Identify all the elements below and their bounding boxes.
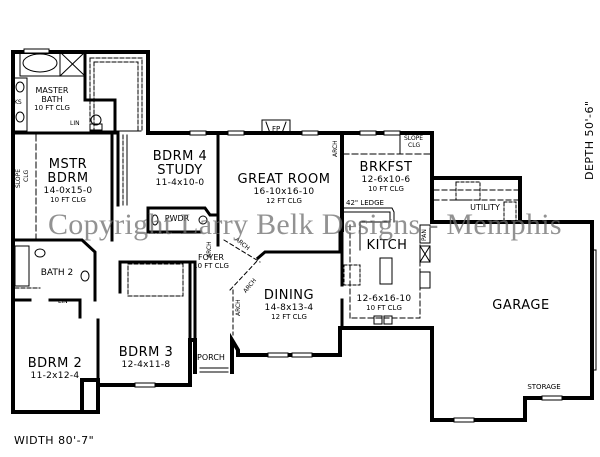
master-bedroom-name: MSTR — [48, 157, 88, 172]
bedroom2-size: 11-2x12-4 — [30, 371, 80, 381]
bedroom3-name: BDRM 3 — [118, 345, 174, 360]
dining-arch-label: ARCH — [235, 299, 242, 316]
room-label-dining: DINING 14-8x13-4 12 FT CLG — [264, 289, 314, 321]
bedroom2-name: BDRM 2 — [27, 356, 83, 371]
room-label-kitchen-dims: 12-6x16-10 10 FT CLG — [357, 293, 412, 312]
kitchen-size: 12-6x16-10 — [356, 294, 412, 304]
room-label-master-bedroom: MSTR BDRM 14-0x15-0 10 FT CLG — [44, 158, 93, 204]
ks-label: KS — [14, 99, 22, 106]
bath2-name: BATH 2 — [40, 268, 74, 278]
breakfast-slope-label: SLOPE — [404, 135, 424, 142]
room-label-great-room: GREAT ROOM 16-10x16-10 12 FT CLG — [238, 173, 331, 205]
powder-name: PWDR — [164, 214, 190, 223]
room-label-bedroom3: BDRM 3 12-4x11-8 — [119, 346, 174, 370]
master-bath-name2: BATH — [41, 95, 63, 104]
kitchen-name: KITCH — [366, 238, 408, 253]
room-label-kitchen: KITCH — [367, 239, 408, 252]
bedroom3-size: 12-4x11-8 — [121, 360, 171, 370]
master-linen-label: LIN — [70, 120, 80, 127]
bedroom4-name: BDRM 4 — [152, 149, 208, 164]
breakfast-ceiling: 10 FT CLG — [368, 185, 404, 193]
interior-walls — [11, 50, 434, 382]
master-slope-label: SLOPE — [15, 168, 22, 188]
great-room-size: 16-10x16-10 — [253, 187, 315, 197]
breakfast-size: 12-6x10-6 — [361, 175, 411, 185]
master-bedroom-size: 14-0x15-0 — [43, 186, 93, 196]
room-label-bedroom2: BDRM 2 11-2x12-4 — [28, 357, 83, 381]
room-label-bath2: BATH 2 — [41, 268, 73, 278]
dining-size: 14-8x13-4 — [264, 303, 314, 313]
room-label-garage: GARAGE — [492, 299, 549, 312]
breakfast-clg-label: CLG — [408, 142, 421, 149]
dining-ceiling: 12 FT CLG — [271, 313, 307, 321]
room-label-porch: PORCH — [197, 353, 225, 362]
room-label-powder: PWDR — [165, 214, 189, 223]
foyer-name: FOYER — [198, 253, 224, 262]
kitchen-ceiling: 10 FT CLG — [366, 304, 402, 312]
copyright-watermark: Copyright Larry Belk Designs - Memphis — [48, 208, 562, 241]
master-bath-ceiling: 10 FT CLG — [34, 104, 70, 112]
porch-name: PORCH — [197, 353, 225, 362]
master-bath-name: MASTER — [35, 86, 69, 95]
great-room-ceiling: 12 FT CLG — [266, 197, 302, 205]
dining-name: DINING — [263, 288, 315, 303]
overall-depth-dimension: DEPTH 50'-6" — [583, 100, 596, 180]
bath2-linen-label: LIN — [58, 298, 68, 305]
utility-name: UTILITY — [470, 203, 500, 212]
breakfast-name: BRKFST — [359, 160, 413, 175]
foyer-arch-label: ARCH — [206, 241, 213, 258]
room-label-breakfast: BRKFST 12-6x10-6 10 FT CLG — [360, 161, 413, 193]
master-clg-label: CLG — [23, 169, 30, 182]
ledge-label: 42" LEDGE — [346, 199, 384, 207]
bedroom4-name2: STUDY — [157, 163, 203, 178]
overall-width-dimension: WIDTH 80'-7" — [14, 434, 95, 447]
bedroom4-size: 11-4x10-0 — [155, 178, 205, 188]
master-bedroom-ceiling: 10 FT CLG — [50, 196, 86, 204]
fixtures — [12, 48, 597, 423]
great-room-name: GREAT ROOM — [237, 172, 331, 187]
fireplace-label: FP — [272, 125, 281, 133]
foyer-ceiling: 10 FT CLG — [193, 262, 229, 270]
room-label-foyer: FOYER 10 FT CLG — [193, 253, 229, 270]
room-label-bedroom4-study: BDRM 4 STUDY 11-4x10-0 — [153, 150, 208, 188]
room-label-utility: UTILITY — [470, 203, 500, 212]
room-label-storage: STORAGE — [527, 383, 560, 391]
room-label-master-bath: MASTER BATH 10 FT CLG — [34, 86, 70, 112]
storage-name: STORAGE — [527, 383, 561, 391]
garage-name: GARAGE — [492, 298, 550, 313]
master-bedroom-name2: BDRM — [47, 171, 89, 186]
great-room-arch-label: ARCH — [332, 140, 339, 157]
